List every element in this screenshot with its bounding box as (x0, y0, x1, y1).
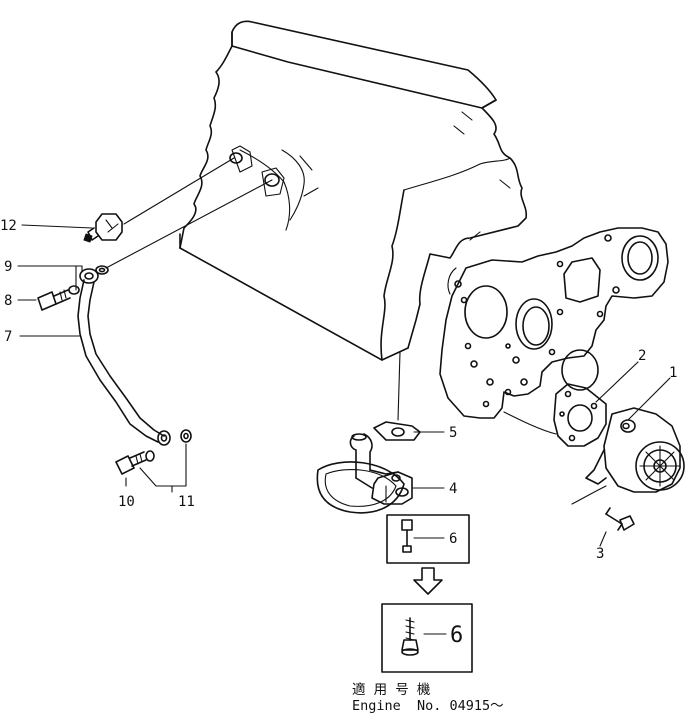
callout-10: 10 (118, 494, 135, 510)
washer-lower-2 (145, 450, 155, 462)
callout-1: 1 (669, 365, 677, 381)
applicable-serial-label: Engine No. 04915～ (352, 698, 504, 714)
callout-6-detail: 6 (450, 623, 463, 648)
callout-12: 12 (0, 218, 17, 234)
water-pump (571, 407, 685, 505)
engine-block (179, 20, 528, 421)
callout-9: 9 (4, 259, 12, 275)
pump-bolt (605, 507, 635, 531)
callout-8: 8 (4, 293, 12, 309)
callout-11: 11 (178, 494, 195, 510)
bolt-detail-box (386, 514, 470, 564)
gasket (503, 383, 607, 447)
oil-pipe (77, 268, 171, 446)
callout-4: 4 (449, 481, 457, 497)
pressure-switch (83, 213, 123, 243)
callout-5: 5 (449, 425, 457, 441)
leader-lines (17, 157, 671, 635)
washer-upper-2 (68, 285, 80, 295)
applicable-serial-label-jp: 適 用 号 機 (352, 682, 431, 698)
eye-bolt-upper (37, 289, 71, 311)
down-arrow (413, 567, 443, 595)
washer-upper (95, 265, 109, 275)
front-plate (439, 227, 669, 419)
callout-7: 7 (4, 329, 12, 345)
washer-lower (180, 429, 192, 443)
eye-bolt-lower (115, 451, 147, 475)
oil-strainer (316, 421, 421, 514)
callouts: 1 2 3 4 5 6 6 7 8 9 10 11 12 (0, 218, 677, 648)
bolt-detail-box-new (381, 603, 473, 673)
callout-2: 2 (638, 348, 646, 364)
callout-3: 3 (596, 546, 604, 562)
callout-6: 6 (449, 531, 457, 547)
